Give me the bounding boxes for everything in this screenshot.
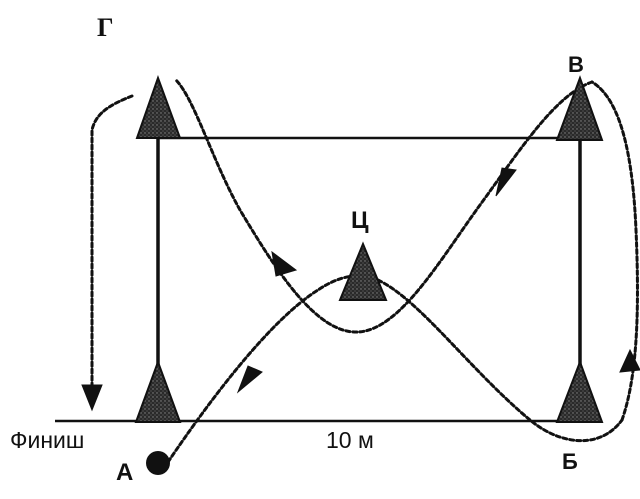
- label-ts: Ц: [351, 207, 369, 234]
- path-b-to-v: [590, 80, 639, 422]
- label-v: В: [568, 52, 584, 77]
- cone-b: [555, 359, 604, 423]
- arrow-head-start: [236, 365, 263, 394]
- arrow-head-finish: [81, 384, 103, 412]
- arrow-head-right-descent: [495, 167, 517, 197]
- label-distance: 10 м: [326, 427, 374, 453]
- path-center-to-b: [376, 278, 624, 443]
- cone-finish-left: [134, 359, 182, 423]
- cone-g: [135, 75, 182, 139]
- label-finish: Финиш: [10, 427, 84, 453]
- running-path: [90, 78, 639, 464]
- field-outline: [55, 136, 600, 423]
- cone-v: [555, 75, 604, 141]
- arrow-head-right-ascent: [619, 348, 640, 373]
- path-v-to-g: [174, 78, 594, 334]
- arrow-head-left-descent: [271, 250, 298, 277]
- path-g-to-finish: [90, 94, 134, 397]
- label-g: Г: [97, 13, 114, 42]
- cone-ts: [338, 241, 388, 301]
- cones: [134, 75, 604, 423]
- path-arrows: [81, 167, 640, 412]
- label-b: Б: [562, 449, 578, 474]
- start-marker: [146, 451, 170, 475]
- label-a: А: [116, 459, 133, 486]
